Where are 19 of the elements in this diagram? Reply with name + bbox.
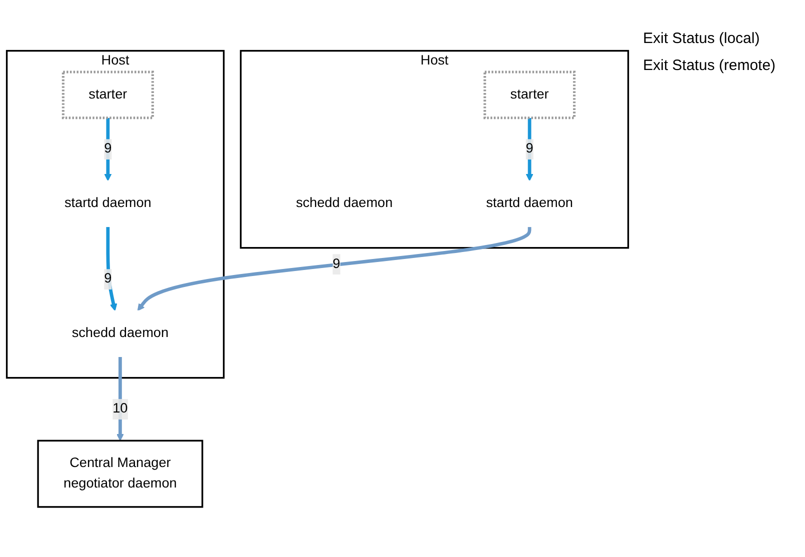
edge-label: 10 [112, 401, 128, 416]
edge-label: 9 [104, 271, 112, 286]
node-text: schedd daemon [296, 196, 393, 210]
node-box: starter [484, 70, 576, 119]
edge-label: 9 [104, 141, 112, 156]
edge-label: 9 [332, 256, 340, 271]
edge-label: 9 [526, 141, 534, 156]
arrow [137, 226, 532, 311]
note-label: Exit Status (local) [643, 30, 761, 47]
node-box: Central Manager negotiator daemon [37, 439, 204, 508]
node-text: schedd daemon [72, 326, 169, 340]
arrow [104, 118, 112, 181]
arrow [106, 226, 118, 311]
node-text: startd daemon [486, 196, 573, 210]
node-text: startd daemon [64, 196, 152, 210]
arrow [526, 118, 534, 181]
node-box: starter [62, 70, 154, 119]
note-label: Exit Status (remote) [643, 57, 777, 74]
arrow [116, 356, 124, 441]
